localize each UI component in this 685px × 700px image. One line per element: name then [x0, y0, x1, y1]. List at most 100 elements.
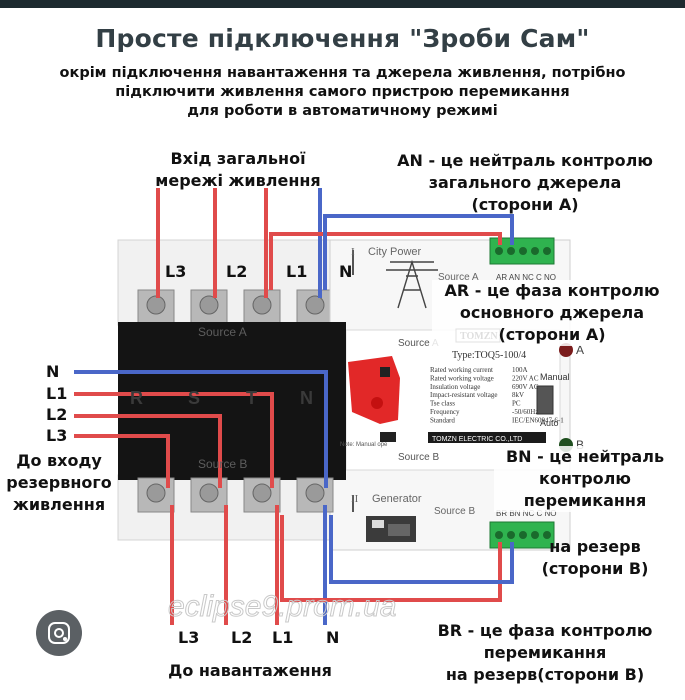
- image-search-button[interactable]: [36, 610, 82, 656]
- handle-indicator: [371, 397, 383, 409]
- wire-label-bottom-l1: L1: [272, 628, 294, 647]
- spec-rows: Rated working current 100A Rated working v…: [430, 366, 564, 424]
- spec-label: Rated working voltage: [430, 374, 494, 382]
- spec-label: Frequency: [430, 408, 460, 416]
- spec-label: Insulation voltage: [430, 383, 480, 391]
- label-br: BR - це фаза контролю перемикання на рез…: [418, 620, 672, 686]
- spec-value: -50/60Hz: [512, 408, 538, 416]
- source-b-text: Source B: [198, 457, 247, 471]
- wire-label-left-n: N: [46, 362, 60, 381]
- panel-source-b: Source B: [398, 452, 439, 463]
- roman-two: II: [351, 493, 359, 505]
- wire-label-top-l2: L2: [226, 262, 248, 281]
- bottom-wires: [170, 505, 327, 625]
- type-text: Type:TOQ5-100/4: [452, 350, 526, 361]
- wire-label-bottom-l2: L2: [231, 628, 253, 647]
- wire-br: [280, 515, 502, 602]
- label-line: живлення: [12, 495, 106, 514]
- wire-ar: [269, 232, 502, 290]
- label-bn: BN - це нейтраль контролю перемикання: [494, 446, 676, 512]
- maker-text: TOMZN ELECTRIC CO.,LTD: [432, 436, 522, 443]
- terminal-b-text: BR BN NC C NO: [496, 509, 556, 518]
- switch-body: [118, 322, 346, 480]
- indicator-a-text: A: [576, 343, 584, 357]
- spec-label: Standard: [430, 416, 455, 424]
- wire-label-top-n: N: [339, 262, 353, 281]
- label-line: мережі живлення: [155, 171, 321, 190]
- mode-switch: [536, 385, 554, 415]
- spec-label: Rated working current: [430, 366, 493, 374]
- wire-left-n: [74, 370, 328, 488]
- wire-label-left-l1: L1: [46, 384, 68, 403]
- label-input-main: Вхід загальної мережі живлення: [148, 148, 328, 192]
- spec-value: PC: [512, 400, 521, 408]
- rstn-s: S: [188, 388, 200, 408]
- spec-value: IEC/EN60947-6-1: [512, 416, 564, 424]
- subtitle-line: окрім підключення навантаження та джерел…: [59, 65, 626, 81]
- label-line: До входу: [16, 451, 102, 470]
- wire-label-top-l3: L3: [165, 262, 187, 281]
- subtitle: окрім підключення навантаження та джерел…: [20, 64, 665, 121]
- module-source-b: Source B: [434, 506, 475, 517]
- wire-left-l1: [74, 392, 274, 488]
- top-bar: [0, 0, 685, 8]
- label-line: загального джерела: [428, 173, 622, 192]
- label-line: на резерв: [549, 537, 641, 556]
- subtitle-line: для роботи в автоматичному режимі: [187, 103, 498, 119]
- wire-label-left-l2: L2: [46, 405, 68, 424]
- label-ar: AR - це фаза контролю основного джерела …: [432, 280, 672, 346]
- label-line: AN - це нейтраль контролю: [397, 151, 653, 170]
- label-line: (сторони А): [471, 195, 579, 214]
- indicator-a-led: [559, 343, 573, 357]
- label-line: (сторони В): [541, 559, 649, 578]
- label-line: основного джерела: [459, 303, 645, 322]
- label-line: BN - це нейтраль: [505, 447, 665, 466]
- wire-left-l2: [74, 414, 222, 488]
- module-source-a: Source A: [438, 272, 479, 283]
- watermark: eclipse9.prom.ua: [168, 590, 396, 623]
- spec-label: Impact-resistant voltage: [430, 391, 497, 399]
- city-power-text: City Power: [368, 246, 422, 258]
- wire-left-l3: [74, 434, 170, 488]
- spec-value: 8kV: [512, 391, 524, 399]
- top-terminals: [137, 289, 334, 325]
- page-title: Просте підключення "Зроби Сам": [95, 24, 590, 53]
- generator-text: Generator: [372, 493, 422, 505]
- label-line: перемикання: [483, 643, 607, 662]
- note-text: Note: Manual ope: [340, 442, 388, 448]
- label-line: BR - це фаза контролю: [437, 621, 653, 640]
- spec-label: Tse class: [430, 400, 455, 408]
- label-line: (сторони А): [498, 325, 606, 344]
- spec-value: 220V AC: [512, 374, 539, 382]
- subtitle-line: підключити живлення самого пристрою пере…: [115, 84, 570, 100]
- lens-icon: [48, 622, 70, 644]
- label-line: на резерв(сторони В): [445, 665, 645, 684]
- terminal-a-text: AR AN NC C NO: [496, 273, 556, 282]
- label-line: Вхід загальної: [170, 149, 306, 168]
- label-reserve-input: До входу резервного живлення: [0, 450, 118, 516]
- top-wires: [156, 188, 322, 298]
- indicator-b-text: B: [576, 438, 584, 452]
- generator-icon: [366, 516, 416, 542]
- rstn-t: T: [246, 388, 257, 408]
- manual-text: Manual: [540, 372, 570, 382]
- tower-icon: [386, 259, 438, 309]
- wire-label-bottom-n: N: [326, 628, 340, 647]
- label-reserve-side: на резерв (сторони В): [520, 536, 670, 580]
- rstn-letters: R S T N: [130, 388, 313, 408]
- spec-value: 100A: [512, 366, 528, 374]
- wire-label-left-l3: L3: [46, 426, 68, 445]
- wire-bn: [329, 515, 514, 584]
- control-wires-b: [280, 515, 514, 602]
- label-load: До навантаження: [168, 661, 332, 680]
- label-line: перемикання: [523, 491, 647, 510]
- rstn-r: R: [130, 388, 143, 408]
- wire-an: [323, 214, 514, 290]
- label-line: резервного: [6, 473, 112, 492]
- wire-label-bottom-l3: L3: [178, 628, 200, 647]
- wire-label-top-l1: L1: [286, 262, 308, 281]
- rstn-n: N: [300, 388, 313, 408]
- roman-one: I: [351, 246, 355, 258]
- control-wires-a: [269, 214, 514, 290]
